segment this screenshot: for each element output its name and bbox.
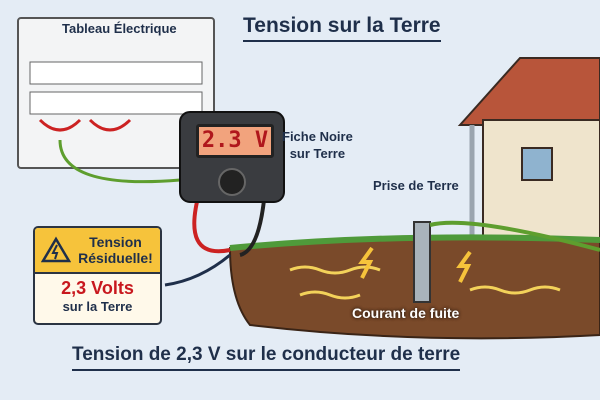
probe-note: Fiche Noire sur Terre	[282, 128, 353, 162]
warning-icon	[41, 236, 71, 263]
page-title: Tension sur la Terre	[243, 14, 441, 42]
house	[457, 57, 600, 241]
ground-rod	[413, 220, 600, 303]
ground-rod-label: Prise de Terre	[373, 178, 459, 193]
warning-value: 2,3 Volts	[61, 278, 134, 298]
warning-subtitle: sur la Terre	[62, 299, 133, 314]
electrical-panel	[17, 17, 215, 169]
warning-line2: Résiduelle!	[78, 250, 153, 266]
probe-note-line1: Fiche Noire	[282, 129, 353, 144]
warning-line1: Tension	[89, 234, 142, 250]
warning-box: Tension Résiduelle! 2,3 Volts sur la Ter…	[33, 226, 162, 325]
multimeter-display: 2.3 V	[196, 124, 274, 158]
leak-current-label: Courant de fuite	[352, 305, 460, 321]
caption: Tension de 2,3 V sur le conducteur de te…	[72, 344, 461, 371]
panel-label: Tableau Électrique	[62, 21, 177, 36]
probe-note-line2: sur Terre	[289, 146, 346, 161]
